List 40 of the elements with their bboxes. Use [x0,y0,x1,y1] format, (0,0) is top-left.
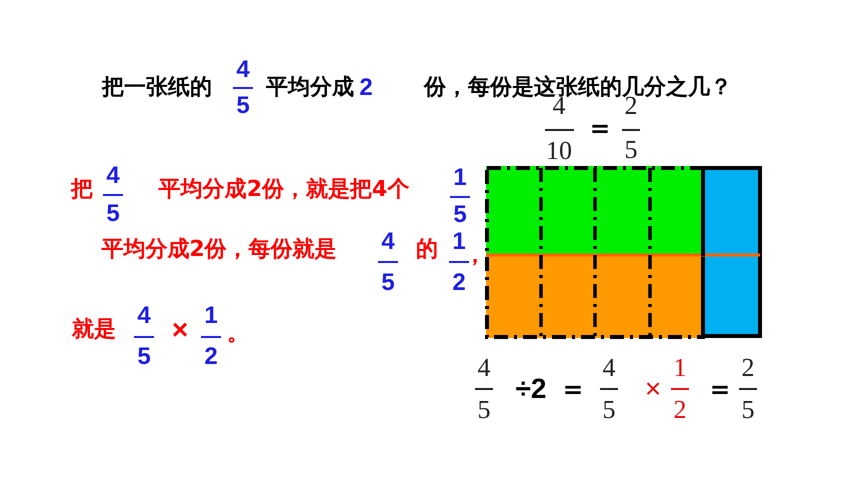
explanation-text: 平均分成2份，每份就是 [101,239,337,261]
fraction-digit: 5 [478,397,490,423]
explanation-text: ， [464,245,486,267]
fraction-digit: 5 [742,397,754,423]
math-operator: ÷2 [516,375,546,403]
fraction-digit: 1 [674,355,686,381]
math-operator: ＝ [586,114,614,142]
fraction-digit: 4 [602,355,616,381]
fraction-digit: 5 [453,203,467,227]
fraction-digit: 2 [674,397,686,423]
fraction-digit: 5 [137,345,151,369]
fraction-digit: 5 [236,94,250,118]
explanation-text: 。 [227,323,249,345]
fraction-digit: 2 [204,345,218,369]
fraction-digit: 5 [624,137,638,163]
math-operator: × [172,316,188,344]
fraction-digit: 2 [742,355,754,381]
fraction-digit: 4 [478,355,490,381]
fraction-digit: 10 [546,138,572,164]
math-operator: ＝ [559,375,587,403]
question-text: 平均分成 [266,77,354,99]
fraction-digit: 4 [137,304,151,328]
fraction-digit: 1 [452,230,466,254]
explanation-text: 的 [416,239,438,261]
fraction-digit: 4 [381,230,395,254]
fraction-digit: 2 [452,271,466,295]
fraction-digit: 1 [453,166,467,190]
explanation-text: 平均分成2份，就是把4个 [158,179,410,201]
math-operator: × [644,375,662,403]
fraction-digit: 1 [204,304,218,328]
fraction-digit: 5 [602,397,616,423]
question-text: 把一张纸的 [102,77,212,99]
fraction-digit: 4 [106,164,120,188]
math-operator: ＝ [706,375,734,403]
explanation-text: 把 [71,179,93,201]
fraction-digit: 4 [236,58,250,82]
explanation-text: 就是 [72,319,116,341]
number-text: 2 [359,76,373,100]
fraction-digit: 5 [381,271,395,295]
fraction-digit: 5 [106,202,120,226]
